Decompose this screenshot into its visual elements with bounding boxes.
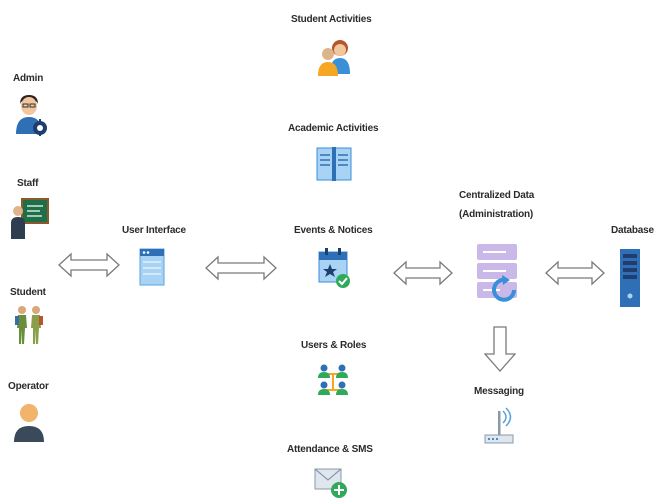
module-label-academic-activities: Academic Activities bbox=[288, 123, 379, 134]
module-label-events-notices: Events & Notices bbox=[294, 225, 373, 236]
down-arrow-central-messaging bbox=[484, 326, 516, 372]
double-arrow-modules-central bbox=[393, 260, 453, 286]
calendar-check-icon bbox=[318, 247, 352, 289]
module-label-attendance-sms: Attendance & SMS bbox=[287, 444, 373, 455]
window-icon bbox=[139, 248, 165, 286]
two-people-icon bbox=[317, 38, 353, 78]
centralized-label-line1: Centralized Data bbox=[459, 190, 535, 201]
actor-label-admin: Admin bbox=[13, 73, 44, 84]
double-arrow-actors-ui bbox=[58, 252, 120, 278]
operator-icon bbox=[12, 400, 46, 444]
actor-label-operator: Operator bbox=[8, 381, 49, 392]
mail-add-icon bbox=[314, 466, 350, 500]
module-label-users-roles: Users & Roles bbox=[301, 340, 367, 351]
server-sync-icon bbox=[476, 242, 528, 308]
open-book-icon bbox=[315, 145, 353, 183]
database-label: Database bbox=[611, 225, 654, 236]
students-walking-icon bbox=[12, 304, 46, 346]
centralized-label-line2: (Administration) bbox=[459, 209, 534, 220]
staff-board-icon bbox=[10, 195, 50, 241]
users-network-icon bbox=[315, 362, 351, 398]
user-interface-label: User Interface bbox=[122, 225, 186, 236]
actor-label-staff: Staff bbox=[17, 178, 39, 189]
router-icon bbox=[483, 405, 517, 445]
module-label-student-activities: Student Activities bbox=[291, 14, 372, 25]
server-tower-icon bbox=[619, 248, 641, 308]
messaging-label: Messaging bbox=[474, 386, 524, 397]
admin-gear-icon bbox=[14, 92, 48, 136]
double-arrow-central-database bbox=[545, 260, 605, 286]
actor-label-student: Student bbox=[10, 287, 46, 298]
double-arrow-ui-modules bbox=[205, 255, 277, 281]
